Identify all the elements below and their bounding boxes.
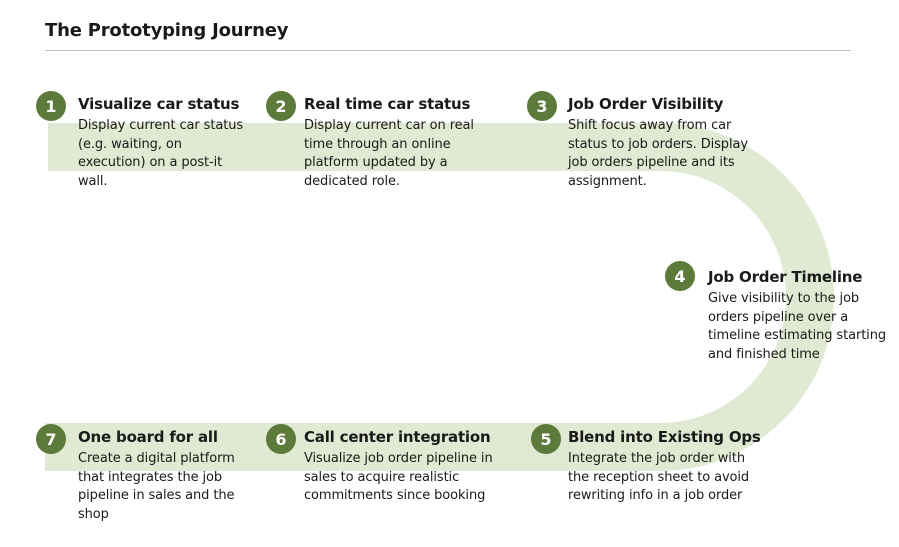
step-title: Blend into Existing Ops [568, 428, 761, 446]
step-number-badge: 2 [266, 91, 296, 121]
step-title: Visualize car status [78, 95, 240, 113]
page-title: The Prototyping Journey [45, 20, 289, 41]
step-description: Create a digital platform that integrate… [78, 451, 235, 522]
step-title: One board for all [78, 428, 218, 446]
step-description: Display current car on real time through… [304, 118, 474, 189]
step-number-badge: 1 [36, 91, 66, 121]
step-number-badge: 5 [531, 424, 561, 454]
step-title: Job Order Visibility [568, 95, 724, 113]
step-number-badge: 7 [36, 424, 66, 454]
step-description: Integrate the job order with the recepti… [568, 451, 750, 503]
step-title: Job Order Timeline [708, 268, 863, 286]
step-number-badge: 3 [527, 91, 557, 121]
step-number-badge: 6 [266, 424, 296, 454]
step-title: Call center integration [304, 428, 491, 446]
step-description: Shift focus away from car status to job … [568, 118, 748, 189]
step-description: Display current car status (e.g. waiting… [78, 118, 244, 189]
step-number-badge: 4 [665, 261, 695, 291]
step-description: Visualize job order pipeline in sales to… [304, 451, 493, 503]
step-title: Real time car status [304, 95, 471, 113]
title-divider [45, 50, 851, 51]
step-description: Give visibility to the job orders pipeli… [708, 291, 886, 362]
